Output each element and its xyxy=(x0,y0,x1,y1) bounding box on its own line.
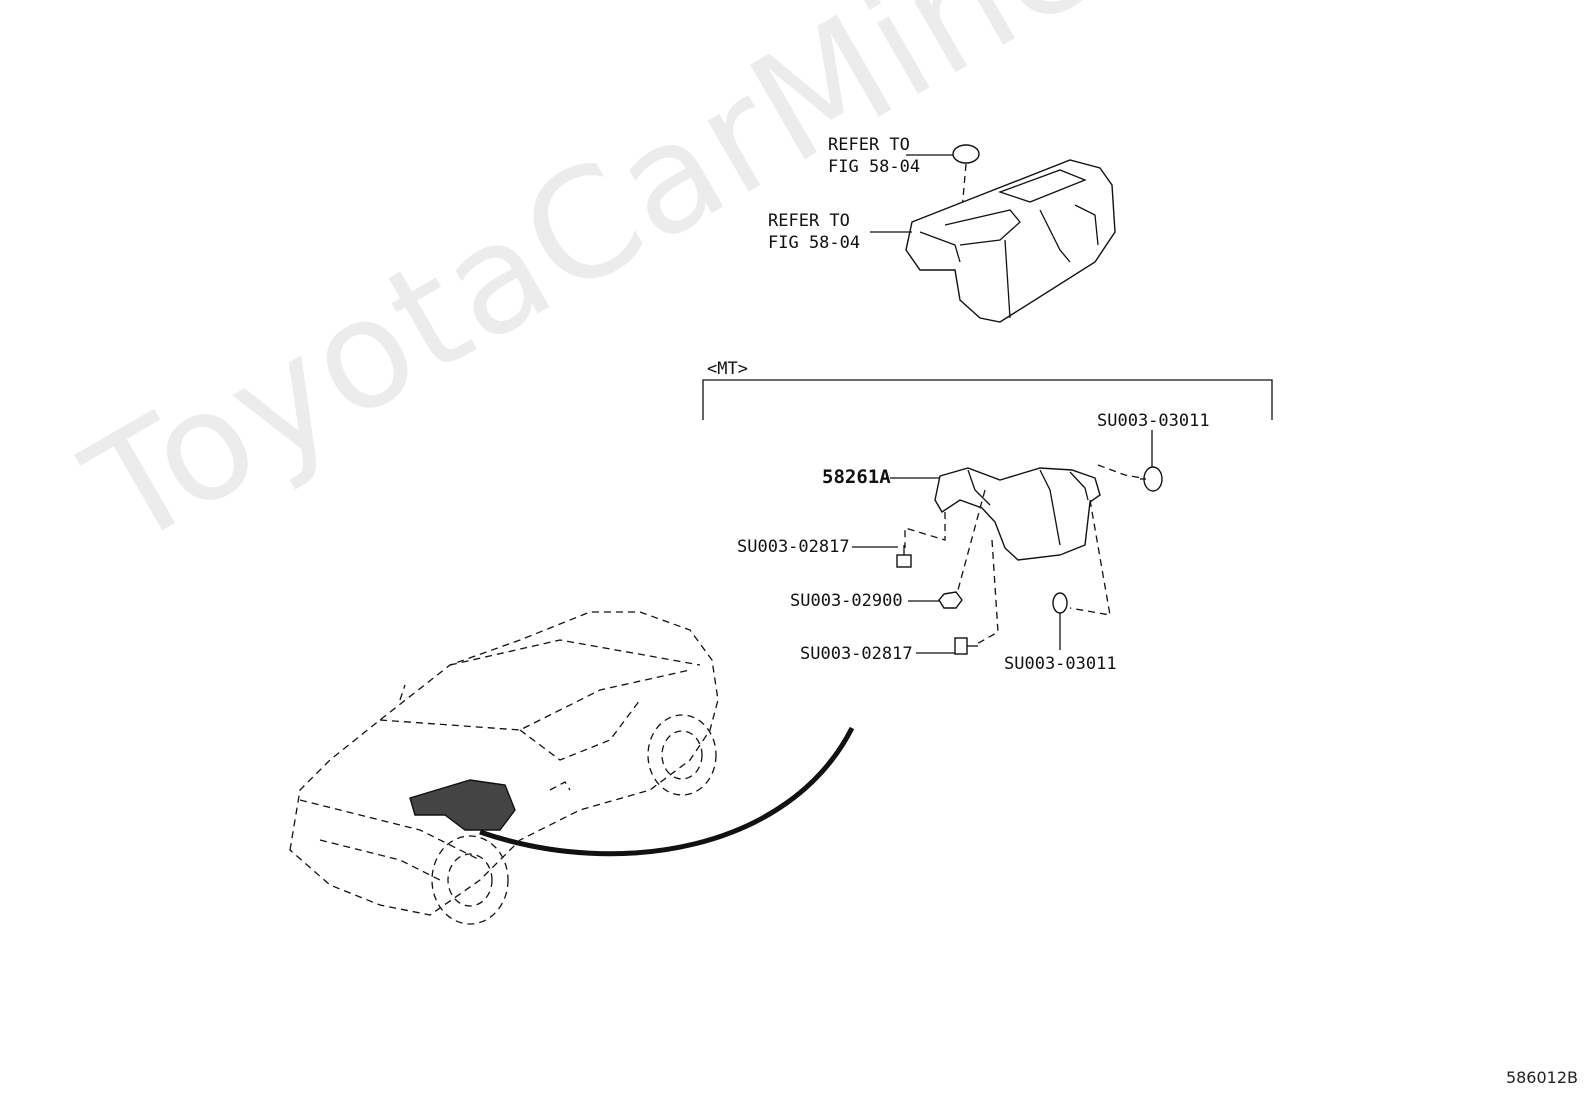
callout-bolt-upper: SU003-02817 xyxy=(737,537,850,557)
callout-part-58261a: 58261A xyxy=(822,466,891,488)
callout-clip-top: SU003-03011 xyxy=(1097,411,1210,431)
location-pointer-arrow xyxy=(479,726,855,857)
clip-icon xyxy=(1140,430,1163,492)
callout-bolt-lower: SU003-02817 xyxy=(800,644,913,664)
refer-label-mid-line2: FIG 58-04 xyxy=(768,233,861,253)
assembly-dashed-lines xyxy=(904,464,1143,646)
part-location-highlight xyxy=(409,779,516,831)
refer-label-top-line2: FIG 58-04 xyxy=(828,157,921,177)
mt-bracket xyxy=(702,379,1273,420)
nut-icon xyxy=(908,591,963,609)
part-58261a-icon xyxy=(890,467,1101,561)
clip-icon xyxy=(1052,592,1068,650)
bolt-icon xyxy=(852,545,912,568)
callout-nut: SU003-02900 xyxy=(790,591,903,611)
callout-clip-bottom: SU003-03011 xyxy=(1004,654,1117,674)
figure-code: 586012B xyxy=(1505,1068,1578,1087)
upper-insulator-icon xyxy=(870,159,1116,323)
refer-label-top-line1: REFER TO xyxy=(828,135,910,155)
bolt-icon xyxy=(916,637,978,655)
car-outline-icon xyxy=(289,611,719,925)
group-label-mt: <MT> xyxy=(707,359,748,379)
refer-label-mid-line1: REFER TO xyxy=(768,211,850,231)
